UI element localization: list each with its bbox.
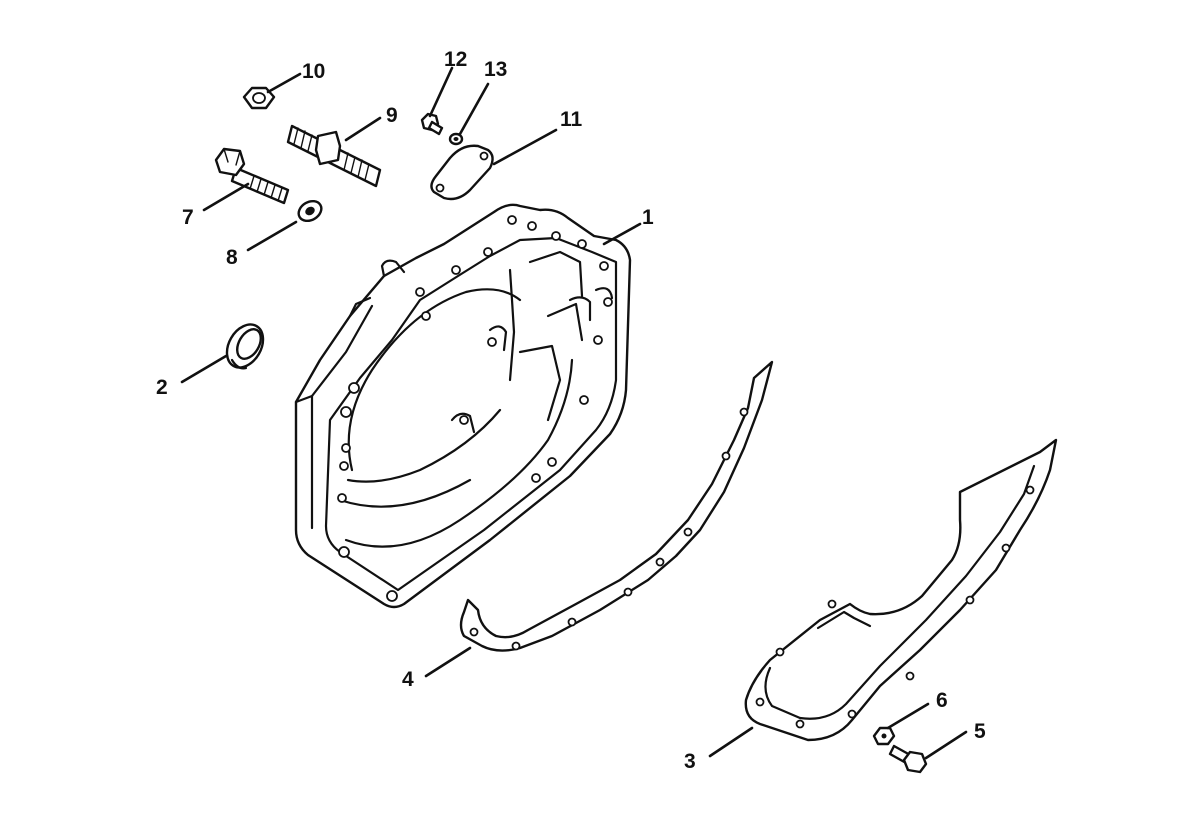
callout-9: 9 xyxy=(386,104,398,127)
part-5-bolt[interactable] xyxy=(888,744,928,774)
leader-4 xyxy=(424,646,472,678)
leader-6 xyxy=(886,702,930,730)
callout-4: 4 xyxy=(402,668,414,691)
callout-labels: 1 2 3 4 5 6 7 8 9 10 11 12 13 xyxy=(156,48,986,773)
part-6-nut[interactable] xyxy=(872,726,896,746)
leader-8 xyxy=(246,220,298,252)
part-4-gasket[interactable] xyxy=(459,360,774,652)
leader-3 xyxy=(708,726,754,758)
callout-6: 6 xyxy=(936,689,948,712)
leader-11 xyxy=(492,128,558,166)
part-13-washer[interactable] xyxy=(448,132,464,146)
callout-2: 2 xyxy=(156,376,168,399)
leader-2 xyxy=(180,354,228,384)
part-3-cover[interactable] xyxy=(744,438,1058,742)
part-12-screw[interactable] xyxy=(420,112,444,136)
callout-11: 11 xyxy=(560,108,583,131)
part-2-oil-seal[interactable] xyxy=(220,318,271,374)
part-10-hex-nut[interactable] xyxy=(242,86,276,110)
callout-10: 10 xyxy=(302,60,325,83)
callout-1: 1 xyxy=(642,206,654,229)
leader-5 xyxy=(924,730,968,760)
callout-5: 5 xyxy=(974,720,986,743)
part-1-flywheel-housing[interactable] xyxy=(294,203,632,609)
part-7-bolt[interactable] xyxy=(214,147,290,205)
leader-13 xyxy=(458,82,490,136)
leader-1 xyxy=(602,222,642,246)
leader-lines xyxy=(180,66,968,760)
callout-13: 13 xyxy=(484,58,507,81)
part-11-cover-plate[interactable] xyxy=(430,144,494,201)
part-9-stud[interactable] xyxy=(286,124,382,188)
leader-7 xyxy=(202,182,250,212)
callout-3: 3 xyxy=(684,750,696,773)
callout-12: 12 xyxy=(444,48,467,71)
leader-12 xyxy=(428,66,454,118)
callout-8: 8 xyxy=(226,246,238,269)
callout-7: 7 xyxy=(182,206,194,229)
leader-10 xyxy=(266,72,302,94)
leader-9 xyxy=(344,116,382,142)
part-8-washer[interactable] xyxy=(295,197,325,225)
